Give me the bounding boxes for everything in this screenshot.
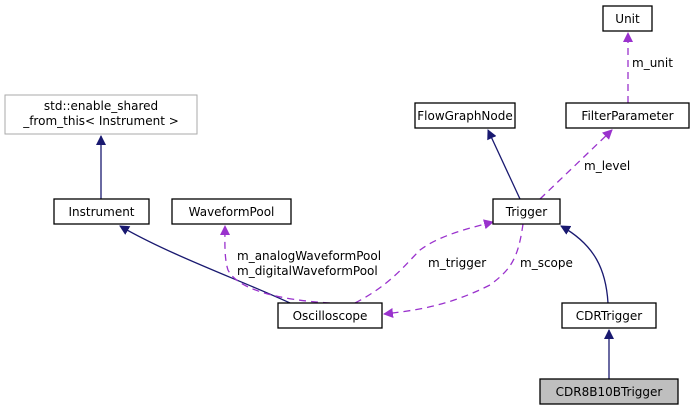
edge-label-m-digital-waveform-pool: m_digitalWaveformPool bbox=[237, 264, 378, 278]
node-label: Trigger bbox=[505, 205, 547, 219]
edge-label-m-scope: m_scope bbox=[520, 256, 573, 270]
node-unit[interactable]: Unit bbox=[602, 5, 653, 32]
edge-trigger-uses-filterparameter bbox=[539, 129, 613, 200]
edge-oscilloscope-uses-trigger bbox=[354, 219, 494, 304]
edge-label-m-unit: m_unit bbox=[632, 56, 673, 70]
node-oscilloscope[interactable]: Oscilloscope bbox=[277, 302, 383, 329]
node-cdrtrigger[interactable]: CDRTrigger bbox=[561, 302, 657, 329]
node-label: CDR8B10BTrigger bbox=[556, 385, 663, 399]
edge-oscilloscope-uses-waveformpool bbox=[219, 225, 331, 304]
node-instrument[interactable]: Instrument bbox=[53, 198, 150, 225]
node-label: Oscilloscope bbox=[293, 309, 368, 323]
edge-label-m-level: m_level bbox=[584, 159, 630, 173]
node-label: FlowGraphNode bbox=[417, 109, 513, 123]
edge-cdrtrigger-inherits-trigger bbox=[560, 225, 609, 304]
node-label: Unit bbox=[615, 12, 640, 26]
node-flowgraphnode[interactable]: FlowGraphNode bbox=[414, 102, 516, 129]
edge-label-m-trigger: m_trigger bbox=[428, 256, 486, 270]
node-trigger[interactable]: Trigger bbox=[492, 198, 561, 225]
edge-trigger-uses-oscilloscope bbox=[383, 223, 524, 318]
node-waveformpool[interactable]: WaveformPool bbox=[171, 198, 292, 225]
node-label: CDRTrigger bbox=[576, 309, 643, 323]
node-label-line2: _from_this< Instrument > bbox=[22, 114, 179, 128]
edge-oscilloscope-inherits-instrument bbox=[119, 225, 291, 304]
node-label: FilterParameter bbox=[581, 109, 673, 123]
edge-trigger-inherits-flowgraphnode bbox=[487, 129, 521, 200]
node-cdr8b10btrigger: CDR8B10BTrigger bbox=[539, 378, 679, 405]
node-label: WaveformPool bbox=[189, 205, 275, 219]
node-filterparameter[interactable]: FilterParameter bbox=[565, 102, 690, 129]
node-enable-shared-from-this[interactable]: std::enable_shared _from_this< Instrumen… bbox=[4, 94, 198, 135]
edge-label-m-analog-waveform-pool: m_analogWaveformPool bbox=[237, 249, 381, 263]
node-label: Instrument bbox=[68, 205, 134, 219]
node-label-line1: std::enable_shared bbox=[44, 99, 158, 113]
